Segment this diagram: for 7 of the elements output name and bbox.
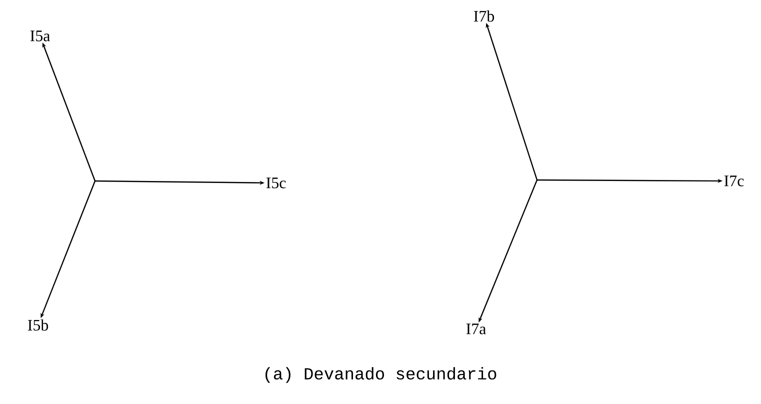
phasor-label: I7c xyxy=(724,176,744,186)
phasor-label: I5c xyxy=(266,178,286,188)
phasor-label: I7b xyxy=(474,10,494,22)
caption: (a) Devanado secundario xyxy=(266,367,496,383)
phasor-label: I7a xyxy=(466,324,486,334)
phasor-label: I5a xyxy=(30,30,50,42)
phasor-label: I5b xyxy=(28,319,48,331)
